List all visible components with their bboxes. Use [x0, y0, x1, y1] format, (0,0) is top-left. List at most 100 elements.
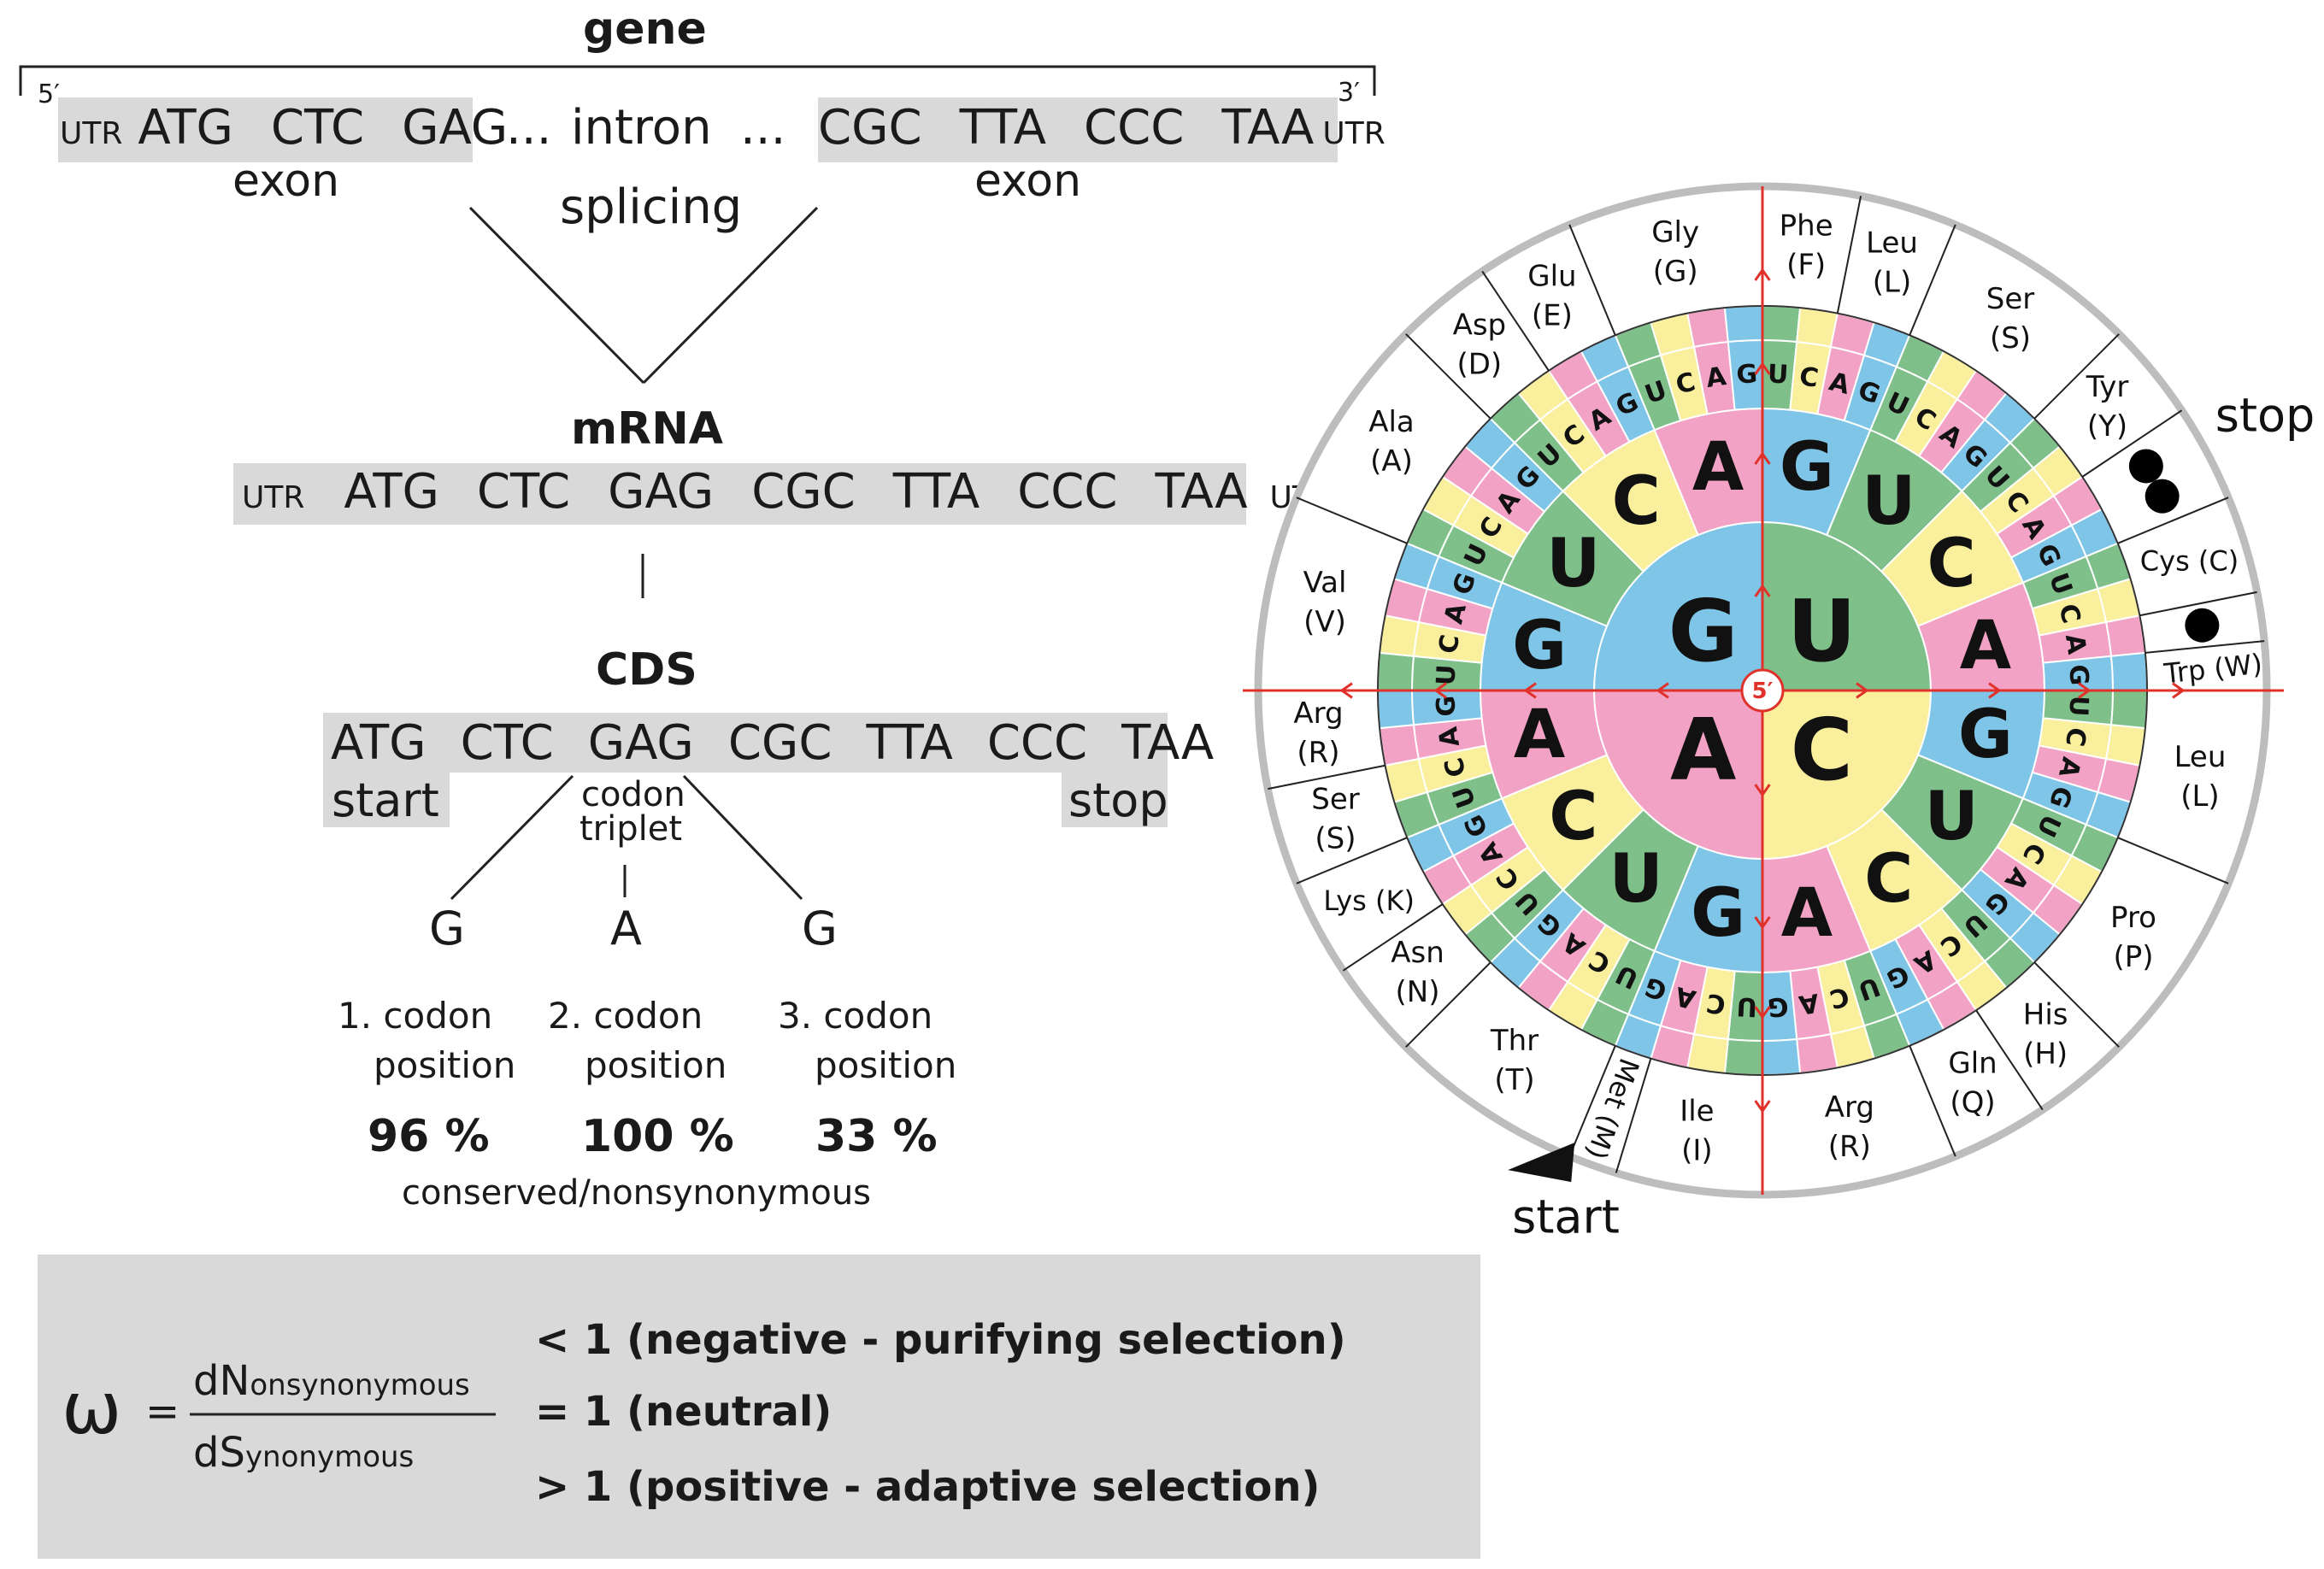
- amino-acid-label: Thr: [1490, 1024, 1539, 1058]
- amino-acid-divider: [1568, 224, 1616, 336]
- codon-band-sector: [1762, 1037, 1802, 1077]
- cds-title: CDS: [596, 644, 697, 696]
- base-2: A: [610, 902, 642, 955]
- first-base-letter: G: [1668, 581, 1739, 681]
- gene-sequence-left: UTR ATG CTC GAG: [60, 104, 508, 152]
- splicing-label: splicing: [560, 179, 743, 235]
- codon: GAG: [402, 100, 509, 156]
- gene-exon-left: [58, 97, 473, 162]
- amino-acid-label: Tyr: [2086, 370, 2129, 404]
- position-2-line1: 2. codon: [548, 995, 703, 1037]
- axis-arrow: [1754, 1006, 1771, 1018]
- amino-acid-label: Ser: [1986, 282, 2035, 316]
- codon: CCC: [1017, 464, 1118, 520]
- third-base-letter: U: [1736, 990, 1758, 1021]
- amino-acid-divider: [1268, 764, 1386, 790]
- third-base-letter: C: [1704, 987, 1727, 1020]
- amino-acid-code: (L): [2180, 779, 2219, 814]
- amino-acid-label: Leu: [1866, 226, 1918, 260]
- position-2-line2: position: [585, 1044, 727, 1086]
- codon: TTA: [959, 100, 1046, 156]
- amino-acid-label: Asp: [1453, 308, 1507, 342]
- position-1-line1: 1. codon: [338, 995, 493, 1037]
- second-base-letter: A: [1781, 875, 1833, 952]
- amino-acid-label: Arg: [1825, 1090, 1874, 1125]
- codon: GAG: [608, 464, 715, 520]
- second-base-letter: C: [1864, 841, 1913, 918]
- ellipsis-left: ...: [506, 100, 552, 156]
- second-base-letter: U: [1609, 841, 1663, 918]
- start-label: start: [332, 773, 439, 827]
- axis-arrow: [1435, 682, 1447, 699]
- cds-bar: [323, 713, 1168, 773]
- codon-band-sector: [1686, 307, 1729, 349]
- amino-acid-label: Phe: [1780, 209, 1833, 244]
- axis-arrow: [1988, 682, 2000, 699]
- amino-acid-divider: [1296, 497, 1408, 544]
- codon: TAA: [1121, 715, 1215, 771]
- third-base-letter: C: [2059, 726, 2092, 749]
- five-prime-center: [1740, 668, 1785, 713]
- amino-acid-divider: [1405, 333, 1491, 420]
- first-base-letter: C: [1791, 700, 1853, 800]
- second-base-letter: G: [1958, 696, 2013, 773]
- gene-exon-right: [818, 97, 1338, 162]
- axis-arrow: [1754, 453, 1771, 465]
- amino-acid-code: (A): [1370, 444, 1413, 479]
- codon: ATG: [138, 100, 233, 156]
- codon: CTC: [476, 464, 571, 520]
- start-label: start: [1512, 1190, 1620, 1244]
- third-base-letter: C: [1797, 361, 1821, 394]
- third-base-letter: U: [2062, 695, 2093, 717]
- amino-acid-label: Val: [1303, 566, 1347, 600]
- second-base-letter: A: [1692, 429, 1744, 506]
- amino-acid-divider: [2145, 640, 2265, 654]
- amino-acid-label: Leu: [2174, 740, 2227, 774]
- axis-arrow: [1754, 1100, 1771, 1112]
- mrna-bar: [233, 463, 1246, 525]
- base-1: G: [429, 902, 465, 955]
- amino-acid-code: (P): [2114, 940, 2154, 974]
- second-base-letter: A: [1514, 696, 1565, 773]
- codon: TAA: [1155, 464, 1248, 520]
- prime-3-label: 3′: [1338, 78, 1360, 108]
- utr-label: UTR: [1322, 116, 1386, 151]
- amino-acid-divider: [2033, 961, 2120, 1048]
- amino-acid-code: (E): [1532, 299, 1573, 333]
- stop-label: stop: [1068, 773, 1168, 827]
- amino-acid-label: Gln: [1948, 1046, 1997, 1080]
- first-base-letter: U: [1787, 581, 1856, 681]
- utr-label: UTR: [60, 116, 123, 151]
- denominator-main: dS: [193, 1429, 245, 1477]
- exon-label-right: exon: [974, 156, 1082, 207]
- ellipsis-right: ...: [740, 100, 786, 156]
- second-base-letter: C: [1612, 463, 1661, 540]
- codon-band-sector: [2109, 651, 2149, 691]
- amino-acid-code: (T): [1494, 1063, 1534, 1097]
- omega-less-than-one: < 1 (negative - purifying selection): [535, 1316, 1346, 1364]
- omega-equal-one: = 1 (neutral): [535, 1388, 833, 1436]
- codon-band-sector: [2109, 690, 2149, 730]
- codon: GAG: [587, 715, 694, 771]
- codon: CGC: [751, 464, 856, 520]
- codon: TTA: [866, 715, 953, 771]
- stop-codon-dot: [2128, 449, 2163, 484]
- amino-acid-divider: [1481, 270, 1550, 372]
- amino-acid-code: (N): [1396, 975, 1440, 1009]
- axis-arrow: [2078, 682, 2090, 699]
- codon: CGC: [818, 100, 922, 156]
- axis-arrow: [1754, 784, 1771, 796]
- codon-label: codon: [581, 775, 685, 814]
- omega-formula-box: [38, 1255, 1480, 1559]
- start-box: [323, 773, 450, 827]
- amino-acid-code: (S): [1990, 321, 2031, 356]
- amino-acid-divider: [1975, 1009, 2044, 1111]
- position-2-percent: 100 %: [581, 1111, 734, 1162]
- stop-label: stop: [2215, 389, 2315, 443]
- amino-acid-label: Ser: [1311, 783, 1360, 817]
- amino-acid-divider: [2139, 591, 2257, 617]
- codon-band-sector: [2104, 614, 2146, 657]
- equals-sign: =: [145, 1388, 180, 1436]
- amino-acid-code: (I): [1681, 1133, 1713, 1167]
